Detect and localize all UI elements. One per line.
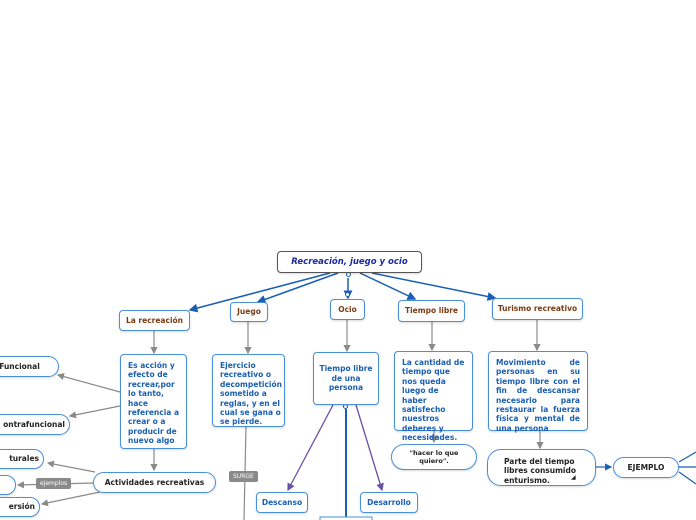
label-ejemplos: ejemplos xyxy=(36,478,72,489)
label-surge: SURGE xyxy=(229,471,258,482)
node-tiempo-libre[interactable]: Tiempo libre xyxy=(398,300,465,322)
central-topic-node[interactable]: Recreación, juego y ocio xyxy=(277,251,422,273)
node-la-recreacion[interactable]: La recreación xyxy=(119,310,190,331)
node-juego-definicion[interactable]: Ejercicio recreativo o decompetición som… xyxy=(212,354,285,427)
link-title-tiempo xyxy=(359,272,417,300)
node-parte-del-tiempo[interactable]: Parte del tiempo libres consumido enturi… xyxy=(487,449,596,486)
node-recreacion-definicion[interactable]: Es acción y efecto de recrear,por lo tan… xyxy=(120,354,187,449)
node-diversion[interactable]: ersión xyxy=(0,497,40,517)
node-culturales[interactable]: turales xyxy=(0,449,44,469)
node-turismo-definicion[interactable]: Movimiento de personas en su tiempo libr… xyxy=(488,351,588,433)
node-hacer-lo-que-quiero[interactable]: "hacer lo que quiero". xyxy=(391,444,477,470)
node-ejemplo[interactable]: EJEMPLO xyxy=(613,457,679,478)
link-title-recreacion xyxy=(188,272,331,313)
expand-corner-icon[interactable]: ◢ xyxy=(571,474,576,481)
node-ocio-definicion[interactable]: Tiempo libre de una persona xyxy=(313,352,379,405)
node-desarrollo[interactable]: Desarrollo xyxy=(360,492,418,513)
link-title-turismo xyxy=(371,272,497,301)
node-contrafuncional[interactable]: ontrafuncional xyxy=(0,414,70,435)
node-turismo-recreativo[interactable]: Turismo recreativo xyxy=(492,298,583,320)
node-juego[interactable]: Juego xyxy=(230,302,268,322)
node-deportivas-cut[interactable] xyxy=(0,475,16,495)
node-actividades-recreativas[interactable]: Actividades recreativas xyxy=(93,472,216,493)
node-descanso[interactable]: Descanso xyxy=(256,492,308,513)
node-funcional[interactable]: Funcional xyxy=(0,356,59,377)
node-ocio[interactable]: Ocio xyxy=(330,299,365,320)
link-title-juego xyxy=(256,272,339,304)
collapse-dot-ocio-top[interactable] xyxy=(345,292,350,297)
node-tiempo-libre-definicion[interactable]: La cantidad de tiempo que nos queda lueg… xyxy=(394,351,473,442)
